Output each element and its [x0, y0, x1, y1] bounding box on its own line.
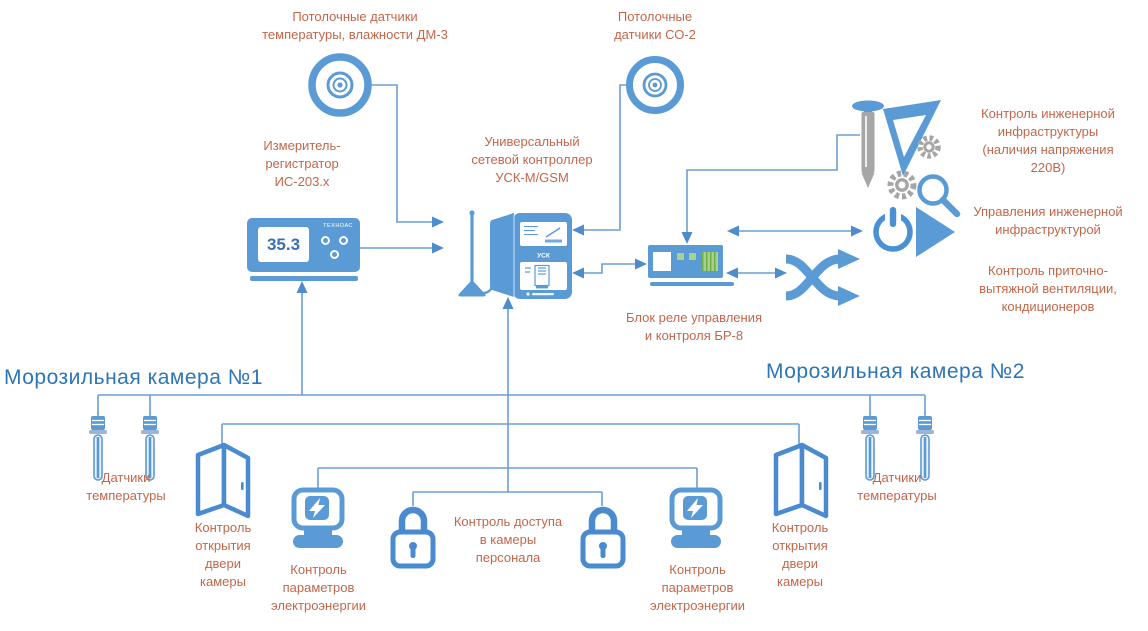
- antenna-icon: [458, 210, 496, 297]
- door-icon: [195, 442, 251, 519]
- controller-device: УСК: [458, 210, 572, 299]
- label-infrastructure-control: Контроль инженерной инфраструктуры (нали…: [981, 106, 1115, 175]
- padlock-icon: [580, 506, 626, 569]
- arrow-left-controller-link: [572, 267, 584, 279]
- relay-white-window: [653, 252, 671, 271]
- arrow-right-relay-link: [635, 258, 647, 270]
- label-door-control-right: Контроль открытия двери камеры: [771, 520, 829, 589]
- label-infrastructure-management: Управления инженерной инфраструктурой: [973, 204, 1123, 237]
- arrow-right-recorder: [432, 242, 444, 254]
- arrow-right-shuffle-link: [775, 267, 787, 279]
- recorder-base: [250, 276, 358, 281]
- label-temp-sensors-left: Датчики температуры: [86, 470, 166, 503]
- arrow-up-controller: [502, 297, 514, 309]
- arrow-left-power-link: [727, 225, 739, 237]
- label-door-control-left: Контроль открытия двери камеры: [194, 520, 252, 589]
- lightning-bolt-icon: [309, 498, 325, 518]
- relay-base: [650, 282, 734, 286]
- relay-led-1: [677, 253, 684, 260]
- relay-green-display: [700, 250, 720, 273]
- label-ceiling-sensors-dm3: Потолочные датчики температуры, влажност…: [262, 9, 448, 42]
- temp-probe-icon: [89, 412, 107, 481]
- label-ceiling-sensors-co2: Потолочные датчики СО-2: [614, 9, 696, 42]
- label-ventilation-control: Контроль приточно-вытяжной вентиляции, к…: [979, 263, 1117, 314]
- door-icon: [773, 442, 829, 519]
- ceiling-sensor-co2-icon: [626, 56, 684, 114]
- label-recorder: Измеритель-регистратор ИС-203.x: [263, 138, 341, 189]
- temp-probe-icon: [916, 412, 934, 481]
- gear-icon: [887, 135, 941, 200]
- arrow-left-co2: [572, 224, 584, 236]
- label-energy-control-right: Контроль параметров электроэнергии: [650, 562, 745, 613]
- tools-icon: [852, 100, 961, 217]
- controller-box: УСК: [490, 213, 572, 299]
- energy-meter-icon: [669, 487, 723, 548]
- play-icon: [916, 207, 955, 257]
- wire-tools-to-relay: [686, 134, 860, 233]
- recorder-display-value: 35.3: [266, 234, 301, 254]
- recorder-button-1: [321, 236, 330, 245]
- wire-dm3-to-controller: [369, 84, 433, 223]
- arrow-left-shuffle-link: [726, 267, 738, 279]
- label-freezer-chamber-1: Морозильная камера №1: [4, 366, 263, 389]
- label-temp-sensors-right: Датчики температуры: [857, 470, 937, 503]
- arrow-right-power-link: [851, 225, 863, 237]
- temp-probe-icon: [861, 412, 879, 481]
- set-square-icon: [883, 100, 941, 176]
- arrowheads: [296, 216, 863, 309]
- power-icon: [873, 206, 913, 252]
- relay-led-2: [689, 253, 696, 260]
- relay-block-device: [648, 245, 723, 278]
- wire-controller-relay-link: [583, 263, 636, 274]
- arrow-up-recorder: [296, 281, 308, 293]
- padlock-icon: [390, 506, 436, 569]
- recorder-device: 35.3 ТЕХНОАС: [247, 218, 360, 272]
- label-freezer-chamber-2: Морозильная камера №2: [766, 360, 1025, 383]
- energy-meter-icon: [291, 487, 345, 548]
- label-relay-block: Блок реле управления и контроля БР-8: [625, 310, 762, 343]
- pen-icon: [852, 100, 884, 188]
- lightning-bolt-icon: [687, 498, 703, 518]
- wire-co2-to-controller: [583, 84, 627, 231]
- label-access-control: Контроль доступа в камеры персонала: [453, 514, 563, 565]
- recorder-button-3: [330, 250, 339, 259]
- recorder-brand-text: ТЕХНОАС: [323, 223, 353, 229]
- controller-box-text: УСК: [537, 253, 550, 260]
- arrow-down-relay: [681, 232, 693, 244]
- label-energy-control-left: Контроль параметров электроэнергии: [271, 562, 366, 613]
- temp-probe-icon: [141, 412, 159, 481]
- recorder-display: 35.3: [258, 227, 309, 262]
- recorder-button-2: [339, 236, 348, 245]
- management-icons: [873, 206, 955, 257]
- magnifier-icon: [917, 174, 961, 217]
- label-controller: Универсальный сетевой контроллер УСК-М/G…: [471, 134, 593, 185]
- ceiling-sensor-dm3-icon: [308, 53, 372, 117]
- arrow-right-dm3: [432, 216, 444, 228]
- shuffle-arrows-icon: [785, 249, 860, 306]
